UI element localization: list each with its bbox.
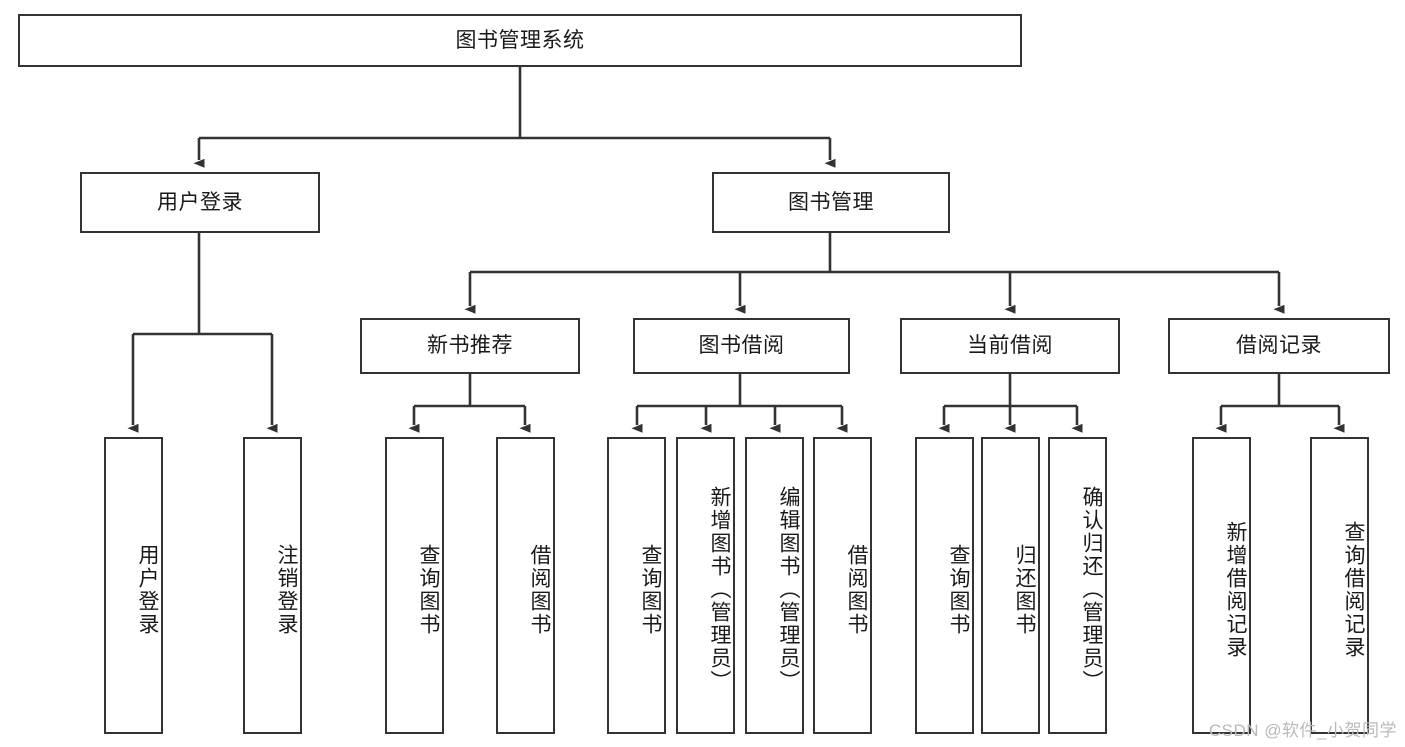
node-label: 归还图书 [1013, 543, 1036, 636]
node-label: 借阅记录 [1236, 334, 1322, 358]
leaf-edit-book[interactable]: 编辑图书（管理员） [745, 437, 804, 734]
node-label: 查询图书 [947, 543, 970, 636]
leaf-user-login[interactable]: 用户登录 [104, 437, 163, 734]
node-label: 注销登录 [275, 543, 298, 636]
leaf-query-book-3[interactable]: 查询图书 [915, 437, 974, 734]
node-label: 用户登录 [157, 190, 243, 214]
leaf-borrow-book-1[interactable]: 借阅图书 [496, 437, 555, 734]
node-user-login[interactable]: 用户登录 [80, 172, 320, 233]
node-label: 借阅图书 [845, 543, 868, 636]
node-new-book-recommend[interactable]: 新书推荐 [360, 318, 580, 374]
node-label: 新增借阅记录 [1224, 520, 1247, 659]
leaf-borrow-book-2[interactable]: 借阅图书 [813, 437, 872, 734]
node-book-management[interactable]: 图书管理 [712, 172, 950, 233]
leaf-add-book[interactable]: 新增图书（管理员） [676, 437, 735, 734]
leaf-query-book-2[interactable]: 查询图书 [607, 437, 666, 734]
node-label: 图书管理 [788, 190, 874, 214]
node-current-borrow[interactable]: 当前借阅 [900, 318, 1120, 374]
node-label: 新书推荐 [427, 334, 513, 358]
node-label: 借阅图书 [528, 543, 551, 636]
leaf-query-record[interactable]: 查询借阅记录 [1310, 437, 1369, 734]
node-label: 查询图书 [639, 543, 662, 636]
leaf-confirm-return[interactable]: 确认归还（管理员） [1048, 437, 1107, 734]
node-label: 编辑图书（管理员） [777, 486, 800, 693]
node-label: 当前借阅 [967, 334, 1053, 358]
node-book-borrow[interactable]: 图书借阅 [633, 318, 850, 374]
node-label: 图书借阅 [698, 334, 785, 358]
leaf-return-book[interactable]: 归还图书 [981, 437, 1040, 734]
leaf-query-book-1[interactable]: 查询图书 [385, 437, 444, 734]
leaf-add-record[interactable]: 新增借阅记录 [1192, 437, 1251, 734]
node-label: 查询借阅记录 [1342, 520, 1365, 659]
node-label: 用户登录 [136, 543, 159, 636]
node-label: 图书管理系统 [455, 28, 585, 52]
leaf-logout[interactable]: 注销登录 [243, 437, 302, 734]
node-label: 新增图书（管理员） [708, 486, 731, 693]
node-label: 查询图书 [417, 543, 440, 636]
node-book-management-system[interactable]: 图书管理系统 [18, 14, 1022, 67]
node-borrow-record[interactable]: 借阅记录 [1168, 318, 1390, 374]
node-label: 确认归还（管理员） [1080, 486, 1103, 693]
